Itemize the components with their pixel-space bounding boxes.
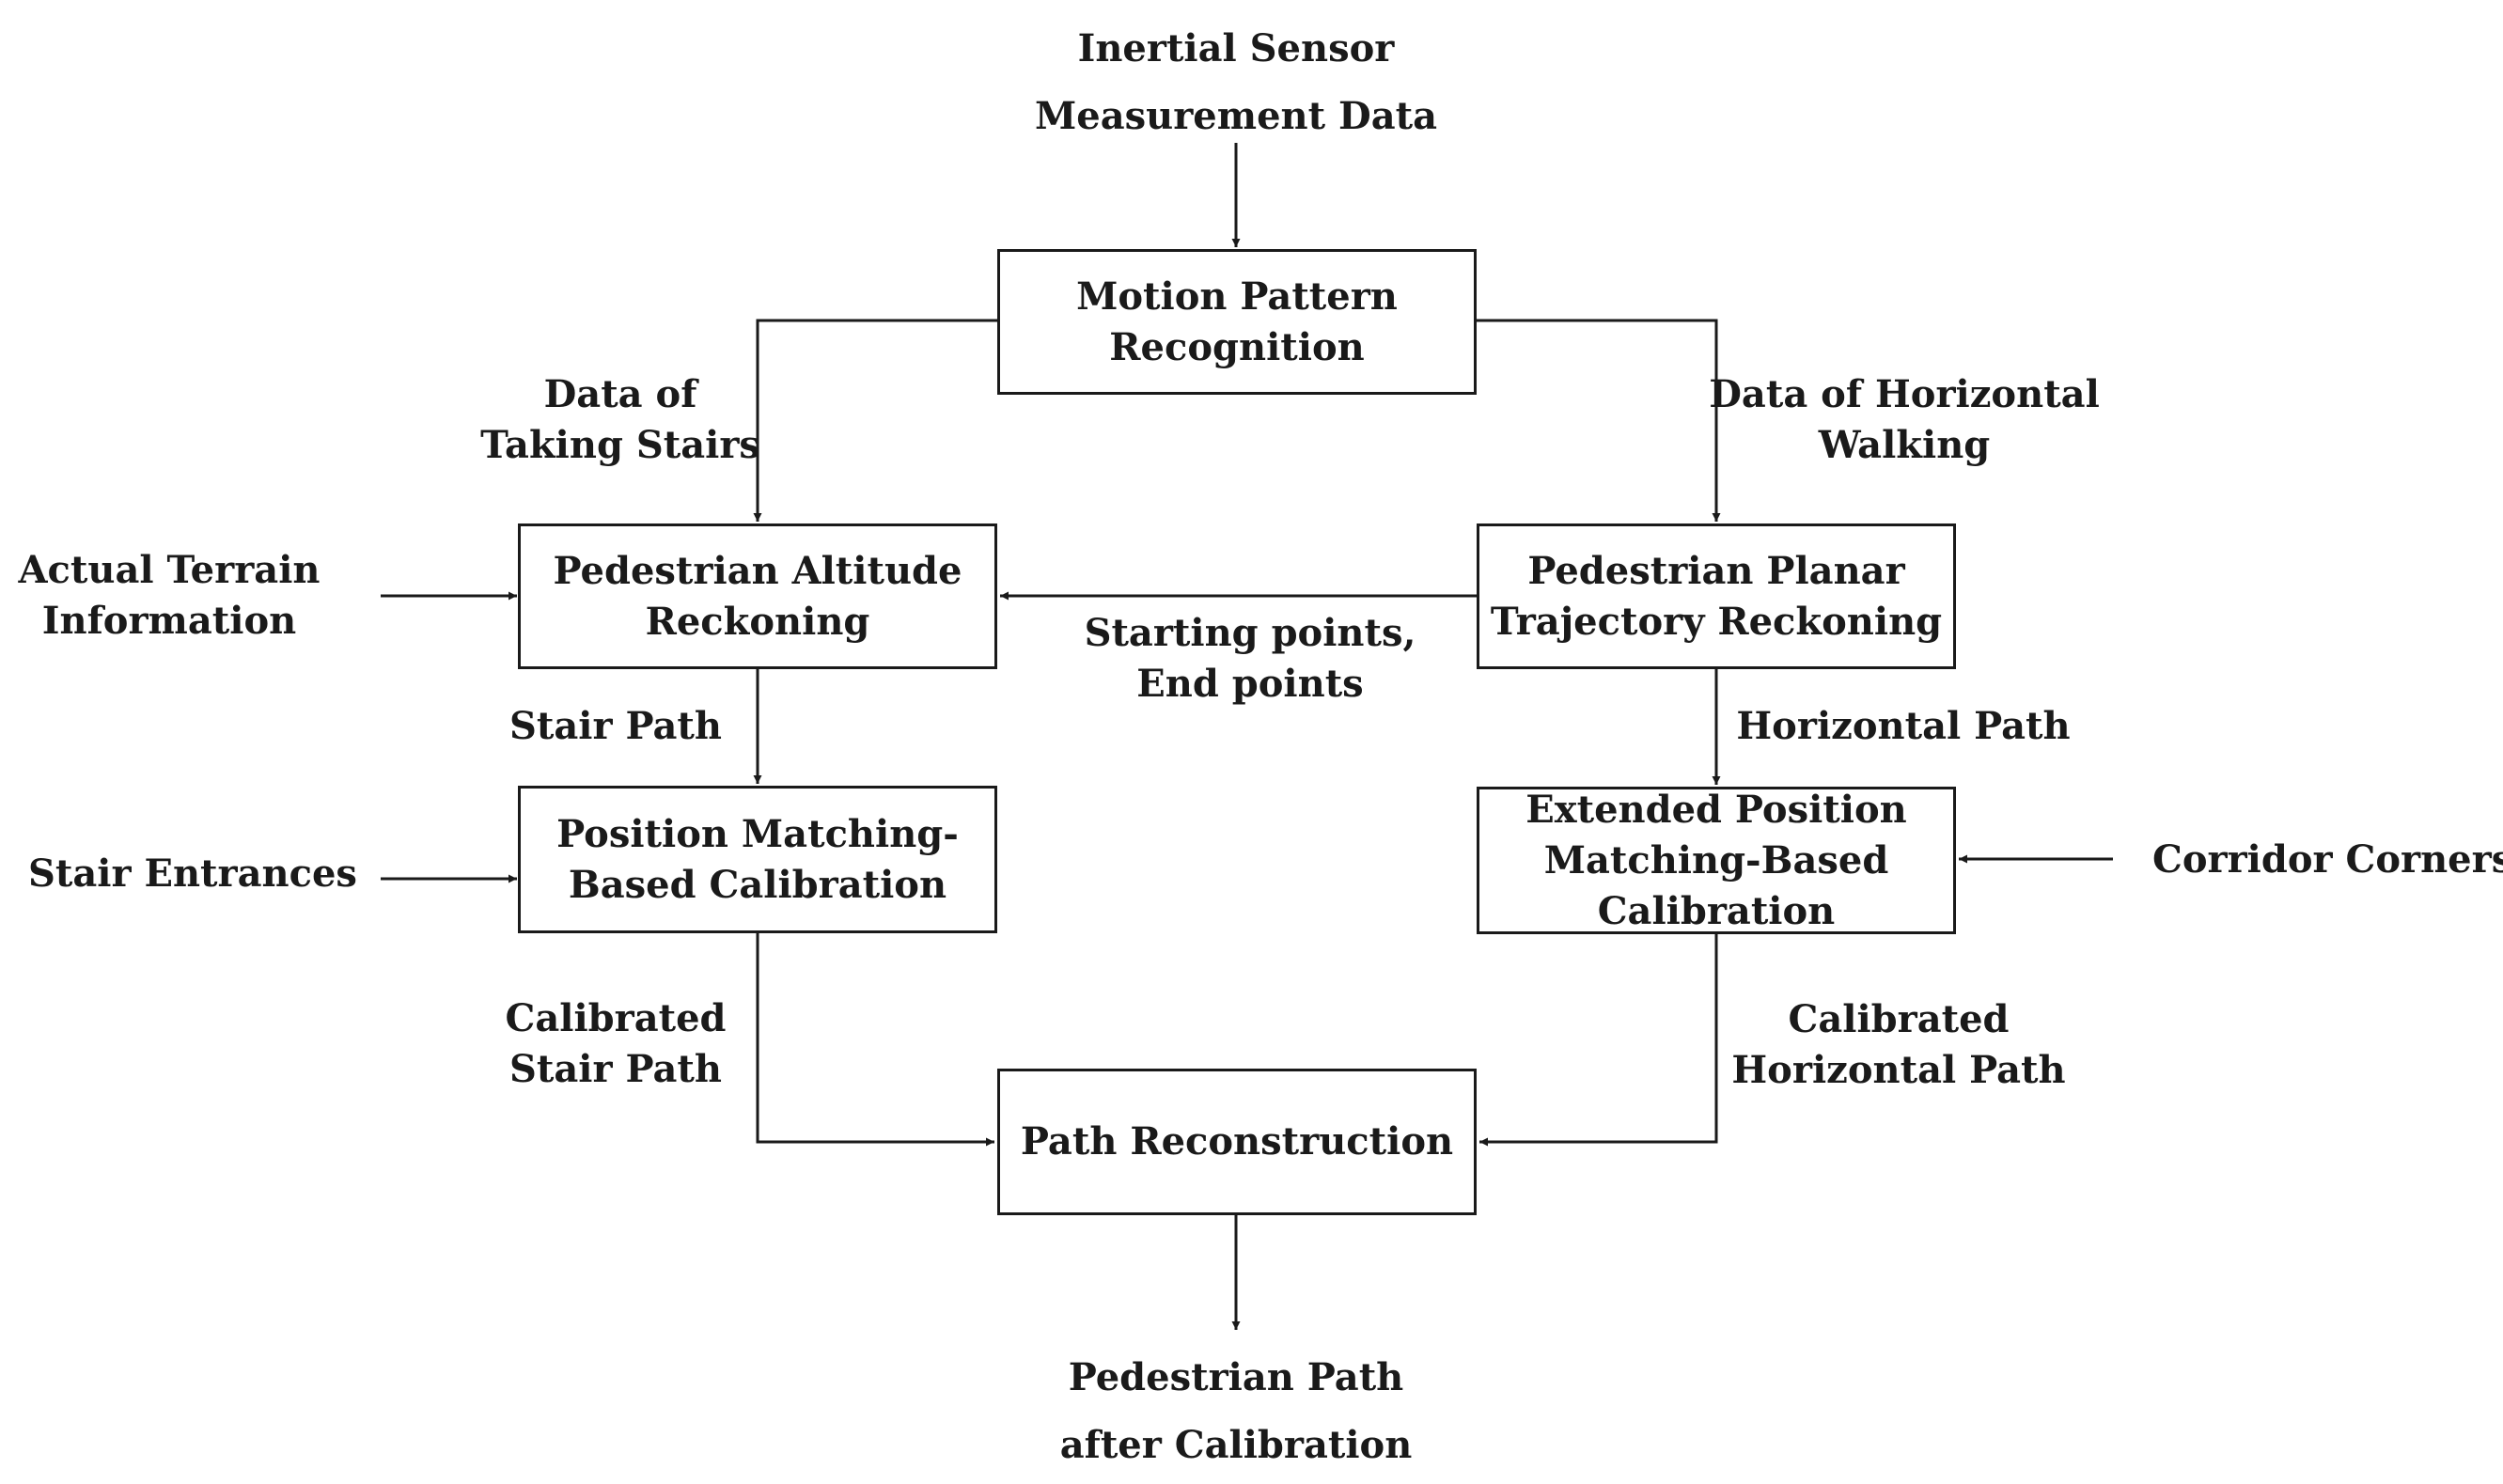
label-line: Horizontal Path xyxy=(1736,704,2071,748)
box-label: Matching-Based xyxy=(1543,837,1889,883)
data-of-horizontal-walking-label: Data of Horizontal Walking xyxy=(1709,369,2100,471)
stair-path-label: Stair Path xyxy=(503,701,728,752)
pedestrian-altitude-reckoning-box: Pedestrian Altitude Reckoning xyxy=(518,523,997,669)
actual-terrain-input-label: Actual Terrain Information xyxy=(18,545,321,647)
path-reconstruction-box: Path Reconstruction xyxy=(997,1069,1477,1215)
box-label: Pedestrian Planar xyxy=(1527,548,1905,593)
stair-entrances-input-label: Stair Entrances xyxy=(28,849,357,899)
label-line: Horizontal Path xyxy=(1731,1048,2066,1092)
label-line: Taking Stairs xyxy=(480,423,760,467)
arrow-motion-to-planar xyxy=(1477,319,1721,522)
label-line: Measurement Data xyxy=(1034,94,1438,138)
data-of-taking-stairs-label: Data of Taking Stairs xyxy=(480,369,760,471)
label-line: Calibrated xyxy=(505,996,727,1040)
inertial-sensor-input-label: Inertial Sensor Measurement Data xyxy=(1035,15,1437,150)
label-line: Data of Horizontal xyxy=(1709,372,2100,416)
label-line: Data of xyxy=(543,372,697,416)
box-label: Trajectory Reckoning xyxy=(1490,599,1943,644)
arrow-position-matching-to-reconstruction xyxy=(756,933,994,1147)
box-label: Reckoning xyxy=(645,599,870,644)
corridor-corners-input-label: Corridor Corners xyxy=(2152,835,2503,885)
box-label: Pedestrian Altitude xyxy=(553,548,962,593)
box-label: Extended Position xyxy=(1525,787,1907,832)
label-line: Stair Path xyxy=(509,1047,722,1091)
box-label: Calibration xyxy=(1597,888,1836,933)
box-label: Based Calibration xyxy=(568,862,947,907)
label-line: Pedestrian Path xyxy=(1068,1355,1404,1399)
box-label: Position Matching- xyxy=(556,811,959,856)
label-line: Stair Entrances xyxy=(28,851,357,896)
box-label: Motion Pattern xyxy=(1076,273,1398,319)
calibrated-horizontal-path-label: Calibrated Horizontal Path xyxy=(1731,994,2065,1096)
box-label: Recognition xyxy=(1109,324,1365,369)
label-line: Calibrated xyxy=(1788,997,2010,1041)
label-line: End points xyxy=(1136,662,1364,706)
pedestrian-planar-trajectory-reckoning-box: Pedestrian Planar Trajectory Reckoning xyxy=(1477,523,1956,669)
label-line: Actual Terrain xyxy=(18,548,321,592)
calibrated-stair-path-label: Calibrated Stair Path xyxy=(493,993,738,1095)
horizontal-path-label: Horizontal Path xyxy=(1736,701,2071,752)
arrow-motion-to-altitude xyxy=(753,319,997,522)
label-line: after Calibration xyxy=(1059,1423,1413,1467)
extended-position-matching-calibration-box: Extended Position Matching-Based Calibra… xyxy=(1477,787,1956,934)
label-line: Information xyxy=(41,599,297,643)
label-line: Corridor Corners xyxy=(2152,837,2503,882)
motion-pattern-recognition-box: Motion Pattern Recognition xyxy=(997,249,1477,395)
starting-end-points-label: Starting points, End points xyxy=(1081,608,1419,710)
label-line: Inertial Sensor xyxy=(1077,26,1395,70)
box-label: Path Reconstruction xyxy=(1020,1119,1454,1164)
position-matching-calibration-box: Position Matching- Based Calibration xyxy=(518,786,997,933)
arrow-extended-matching-to-reconstruction xyxy=(1479,934,1718,1147)
pedestrian-path-output-label: Pedestrian Path after Calibration xyxy=(1048,1344,1424,1479)
label-line: Walking xyxy=(1818,423,1991,467)
label-line: Stair Path xyxy=(509,704,722,748)
label-line: Starting points, xyxy=(1084,611,1416,655)
